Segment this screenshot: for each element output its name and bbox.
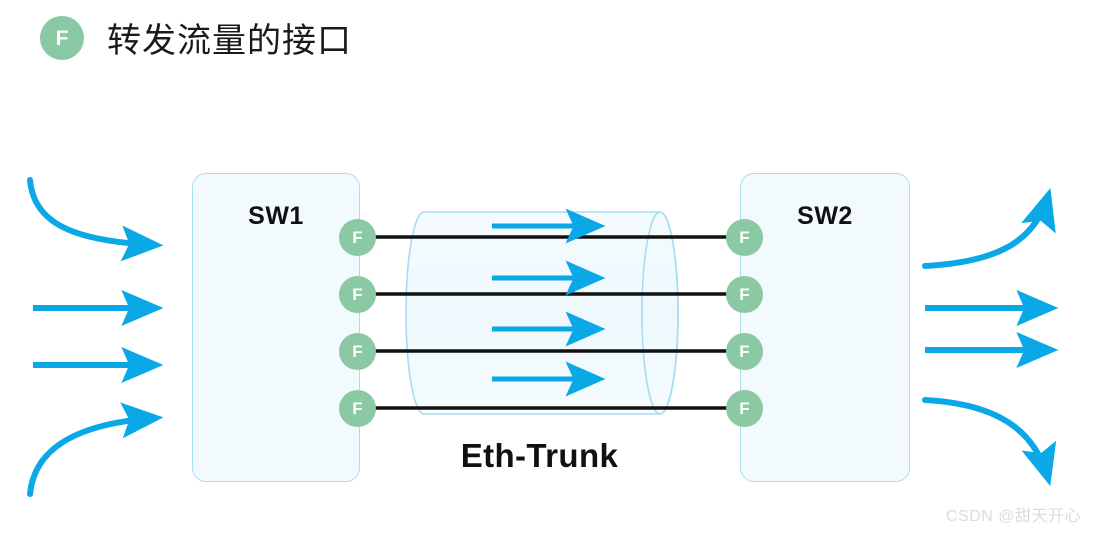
egress-arrow-group <box>922 187 1059 487</box>
member-link-group <box>368 235 738 410</box>
sw1-port-2[interactable]: F <box>339 276 376 313</box>
sw2-port-3[interactable]: F <box>726 333 763 370</box>
sw1-port-4[interactable]: F <box>339 390 376 427</box>
egress-arrow-4 <box>922 397 1057 487</box>
trunk-flow-arrow-group <box>492 208 606 397</box>
switch-sw2[interactable]: SW2 <box>740 173 910 482</box>
eth-trunk-cylinder <box>405 211 679 415</box>
switch-sw2-label: SW2 <box>797 202 853 230</box>
cylinder-cap <box>641 211 679 415</box>
switch-sw1-label: SW1 <box>248 202 304 230</box>
ingress-arrow-1 <box>27 177 164 262</box>
ingress-arrow-group <box>27 177 164 497</box>
sw1-port-3[interactable]: F <box>339 333 376 370</box>
sw2-port-4[interactable]: F <box>726 390 763 427</box>
sw1-port-1[interactable]: F <box>339 219 376 256</box>
page-title: 转发流量的接口 <box>107 22 352 60</box>
cylinder-body <box>405 211 679 415</box>
page-header: F 转发流量的接口 <box>0 0 1095 80</box>
sw2-port-2[interactable]: F <box>726 276 763 313</box>
watermark: CSDN @甜天开心 <box>945 508 1081 525</box>
egress-arrow-1 <box>922 187 1056 269</box>
switch-sw1[interactable]: SW1 <box>192 173 360 482</box>
header-badge-icon: F <box>40 16 84 60</box>
ingress-arrow-4 <box>27 402 164 497</box>
sw2-port-1[interactable]: F <box>726 219 763 256</box>
eth-trunk-label: Eth-Trunk <box>460 437 619 474</box>
